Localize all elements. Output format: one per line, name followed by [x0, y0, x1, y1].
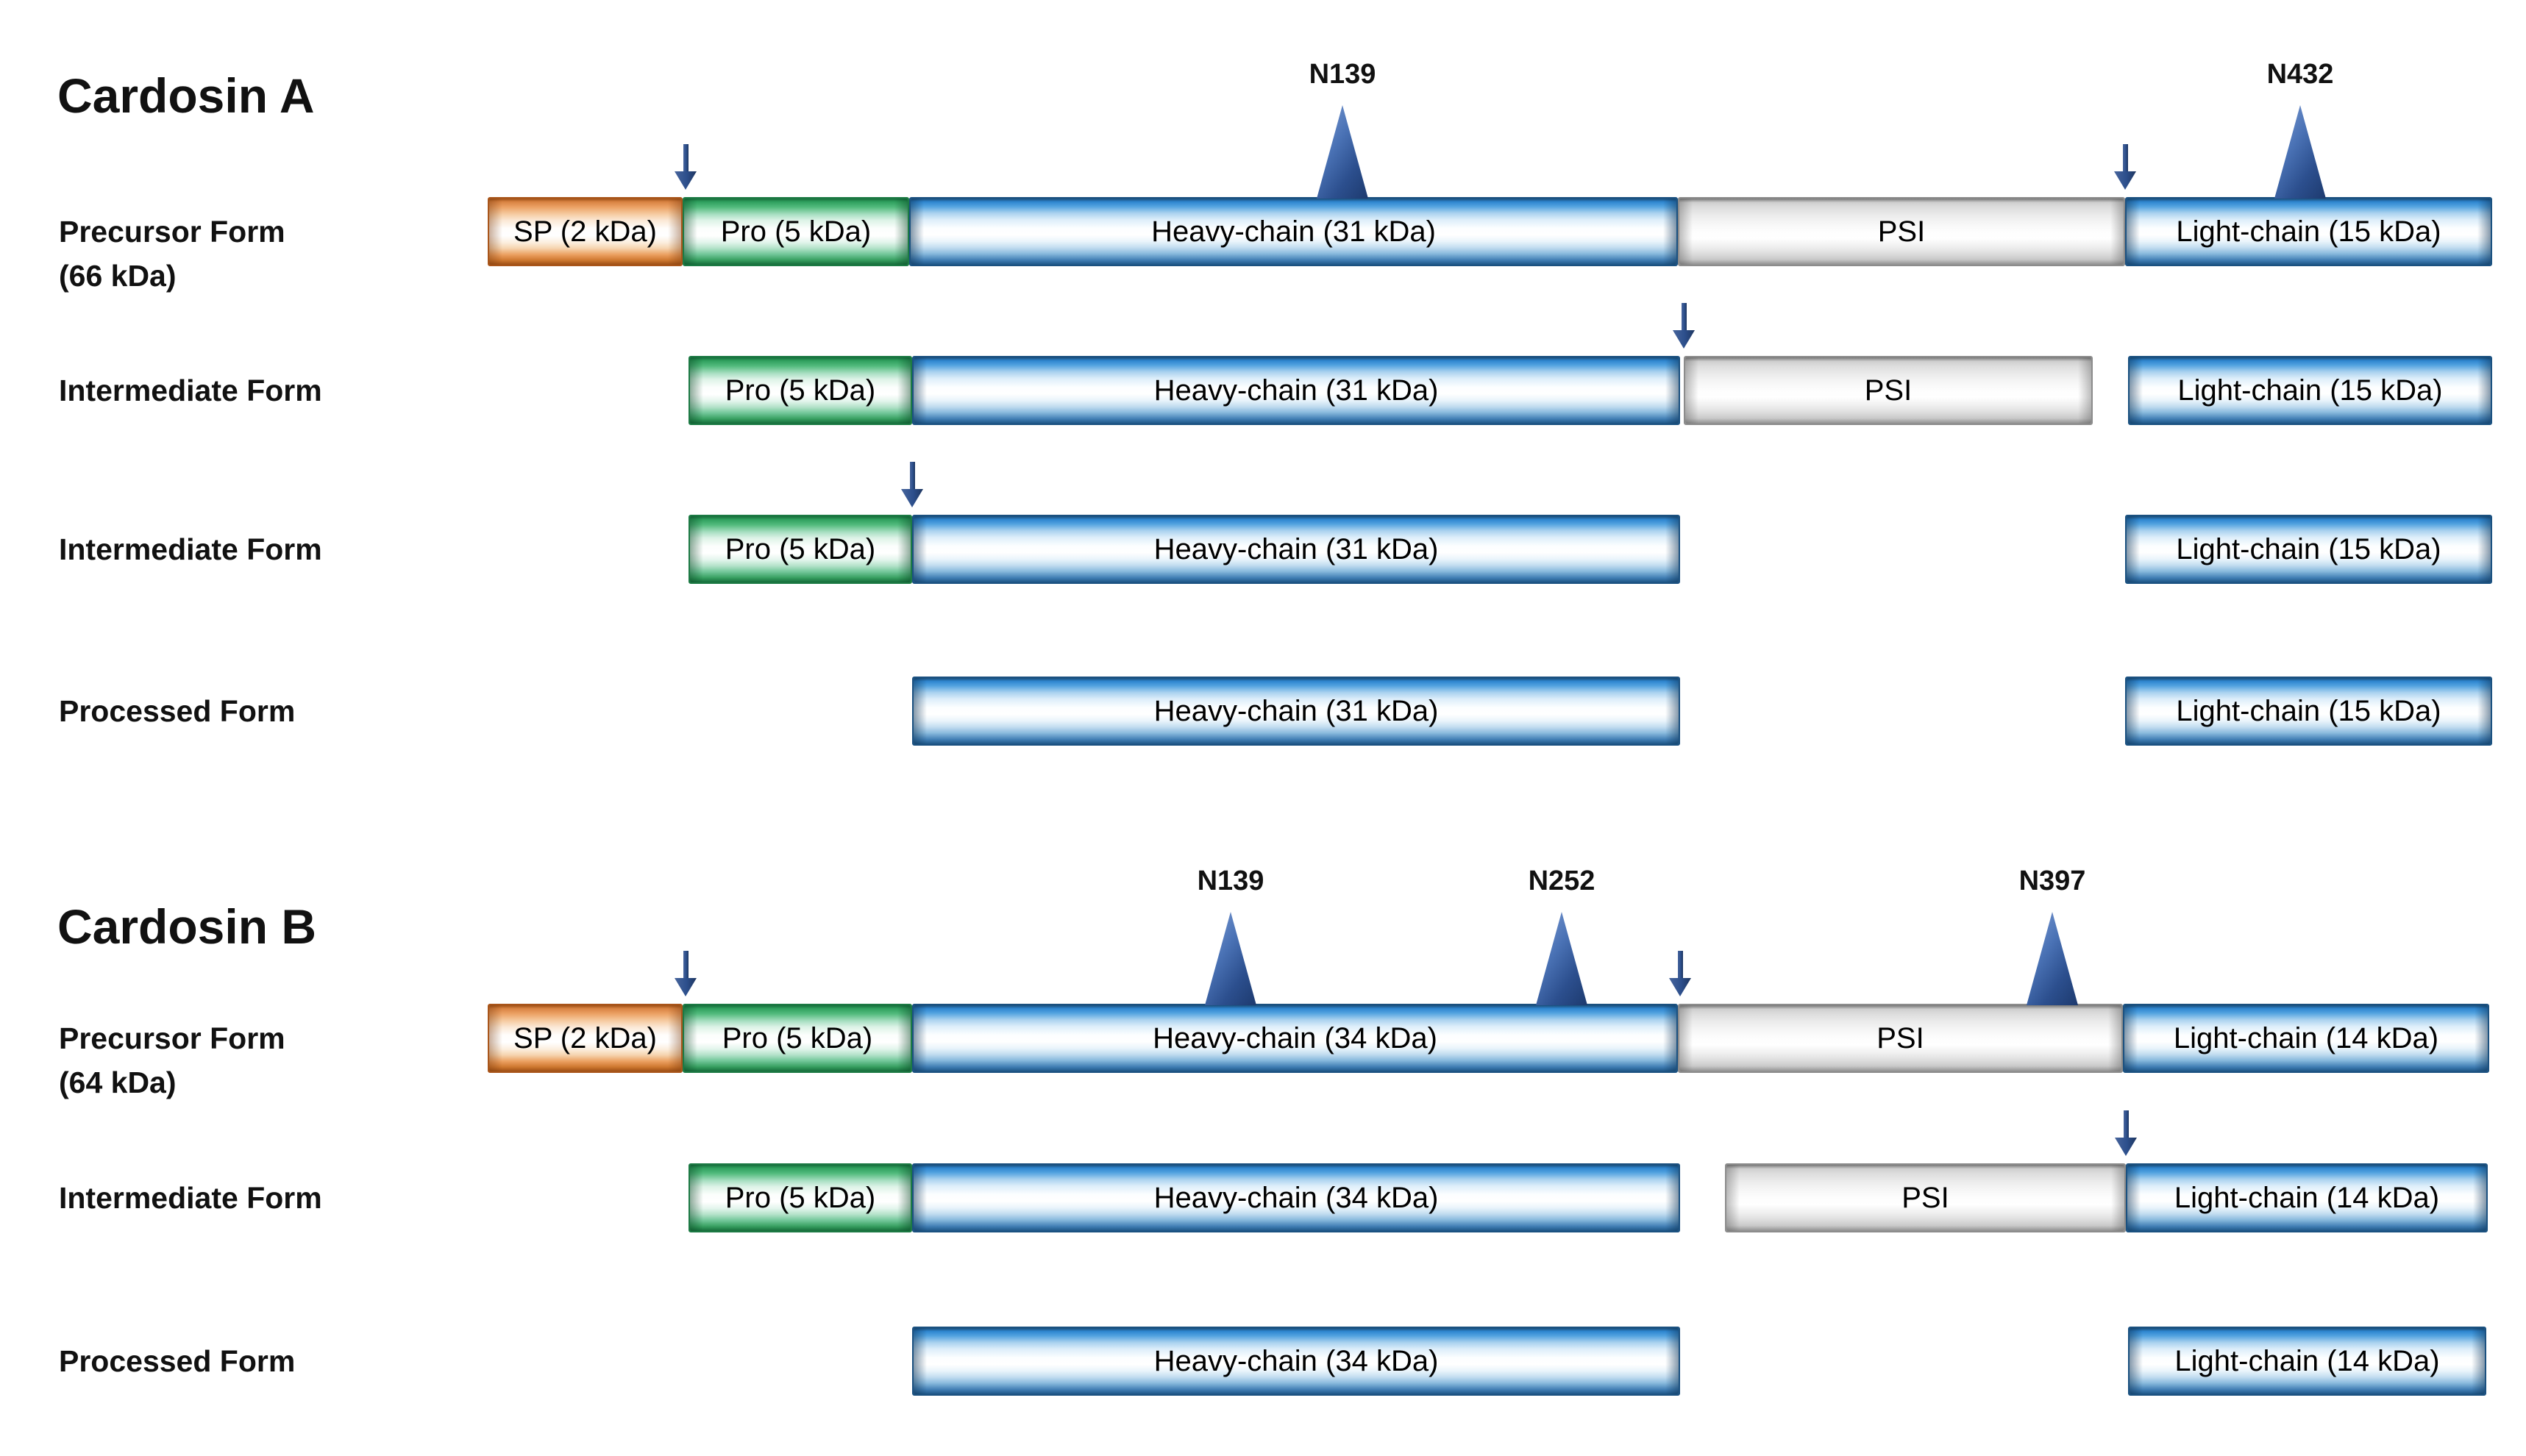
cleavage-arrow-icon: [2114, 144, 2136, 190]
segment-label: Light-chain (15 kDa): [2176, 215, 2441, 248]
arrow-head: [901, 489, 923, 507]
arrow-stem: [2124, 1110, 2129, 1138]
section-title-cardosin-b: Cardosin B: [57, 899, 317, 954]
segment-label: Heavy-chain (31 kDa): [1153, 694, 1439, 727]
arrow-stem: [1678, 951, 1683, 979]
protein-segment-heavy: Heavy-chain (34 kDa): [912, 1163, 1680, 1232]
arrow-stem: [683, 144, 689, 172]
protein-segment-heavy: Heavy-chain (31 kDa): [912, 677, 1680, 746]
cleavage-arrow-icon: [675, 951, 697, 996]
protein-segment-light: Light-chain (14 kDa): [2123, 1004, 2489, 1073]
protein-segment-light: Light-chain (14 kDa): [2128, 1327, 2486, 1396]
segment-label: Pro (5 kDa): [725, 374, 876, 407]
segment-label: Light-chain (14 kDa): [2174, 1181, 2440, 1214]
segment-label: PSI: [1877, 215, 1926, 248]
segment-label: Heavy-chain (31 kDa): [1151, 215, 1436, 248]
row-label-line: Processed Form: [59, 694, 296, 728]
segment-label: Light-chain (15 kDa): [2177, 374, 2443, 407]
glycosylation-site-label: N139: [1197, 866, 1264, 896]
protein-segment-pro: Pro (5 kDa): [683, 197, 909, 266]
segment-label: PSI: [1864, 374, 1913, 407]
protein-segment-heavy: Heavy-chain (31 kDa): [912, 356, 1680, 425]
protein-segment-pro: Pro (5 kDa): [689, 356, 912, 425]
segment-label: Light-chain (15 kDa): [2176, 532, 2441, 565]
segment-label: Heavy-chain (31 kDa): [1153, 374, 1439, 407]
segment-label: Pro (5 kDa): [725, 1181, 876, 1214]
segment-label: SP (2 kDa): [513, 1021, 657, 1054]
row-label-line: (66 kDa): [59, 259, 177, 293]
segment-label: Heavy-chain (34 kDa): [1153, 1181, 1439, 1214]
protein-segment-pro: Pro (5 kDa): [689, 1163, 912, 1232]
cleavage-arrow-icon: [675, 144, 697, 190]
row-label-line: Intermediate Form: [59, 374, 322, 407]
segment-label: Heavy-chain (34 kDa): [1153, 1344, 1439, 1377]
section-title-cardosin-a: Cardosin A: [57, 68, 315, 123]
arrow-head: [1669, 978, 1691, 996]
arrow-head: [2115, 1138, 2137, 1156]
protein-segment-heavy: Heavy-chain (34 kDa): [912, 1327, 1680, 1396]
glycosylation-site-label: N397: [2018, 866, 2086, 896]
glycosylation-site-label: N252: [1528, 866, 1595, 896]
segment-label: PSI: [1901, 1181, 1949, 1214]
arrow-head: [1673, 330, 1695, 349]
glycosylation-site-label: N432: [2266, 59, 2334, 90]
row-label-cardosin-a-precursor-form: Precursor Form (66 kDa): [59, 210, 285, 298]
cleavage-arrow-icon: [901, 462, 923, 507]
protein-segment-heavy: Heavy-chain (31 kDa): [909, 197, 1678, 266]
glycosylation-site-icon: [1205, 912, 1256, 1005]
protein-segment-light: Light-chain (15 kDa): [2125, 677, 2492, 746]
cleavage-arrow-icon: [1673, 303, 1695, 349]
row-label-cardosin-b-intermediate-form: Intermediate Form: [59, 1176, 322, 1220]
protein-segment-heavy: Heavy-chain (31 kDa): [912, 515, 1680, 584]
row-label-line: Intermediate Form: [59, 532, 322, 566]
protein-segment-pro: Pro (5 kDa): [689, 515, 912, 584]
segment-label: Pro (5 kDa): [720, 215, 872, 248]
protein-segment-psi: PSI: [1684, 356, 2093, 425]
arrow-head: [675, 978, 697, 996]
protein-segment-light: Light-chain (15 kDa): [2125, 515, 2492, 584]
row-label-cardosin-a-processed-form: Processed Form: [59, 689, 295, 733]
glycosylation-site-icon: [1536, 912, 1587, 1005]
segment-label: Heavy-chain (31 kDa): [1153, 532, 1439, 565]
row-label-line: Intermediate Form: [59, 1181, 322, 1215]
arrow-stem: [683, 951, 689, 979]
row-label-line: Precursor Form: [59, 215, 285, 249]
protein-segment-light: Light-chain (15 kDa): [2125, 197, 2492, 266]
glycosylation-site-icon: [2274, 105, 2326, 199]
cleavage-arrow-icon: [2115, 1110, 2137, 1156]
protein-segment-sp: SP (2 kDa): [488, 197, 683, 266]
segment-label: SP (2 kDa): [513, 215, 657, 248]
protein-segment-psi: PSI: [1725, 1163, 2126, 1232]
segment-label: PSI: [1876, 1021, 1924, 1054]
protein-segment-psi: PSI: [1678, 197, 2125, 266]
arrow-head: [2114, 171, 2136, 190]
arrow-stem: [910, 462, 915, 490]
segment-label: Pro (5 kDa): [722, 1021, 873, 1054]
cleavage-arrow-icon: [1669, 951, 1691, 996]
row-label-line: (64 kDa): [59, 1066, 177, 1099]
segment-label: Light-chain (14 kDa): [2174, 1344, 2440, 1377]
row-label-cardosin-a-intermediate-form-1: Intermediate Form: [59, 368, 322, 413]
protein-segment-sp: SP (2 kDa): [488, 1004, 683, 1073]
arrow-stem: [2123, 144, 2128, 172]
row-label-cardosin-b-precursor-form: Precursor Form (64 kDa): [59, 1016, 285, 1105]
row-label-line: Processed Form: [59, 1344, 296, 1378]
protein-segment-psi: PSI: [1678, 1004, 2123, 1073]
glycosylation-site-label: N139: [1309, 59, 1376, 90]
glycosylation-site-icon: [2027, 912, 2078, 1005]
row-label-cardosin-b-processed-form: Processed Form: [59, 1339, 295, 1383]
segment-label: Pro (5 kDa): [725, 532, 876, 565]
segment-label: Light-chain (14 kDa): [2173, 1021, 2439, 1054]
row-label-line: Precursor Form: [59, 1021, 285, 1055]
segment-label: Heavy-chain (34 kDa): [1153, 1021, 1437, 1054]
arrow-stem: [1682, 303, 1687, 331]
protein-segment-light: Light-chain (15 kDa): [2128, 356, 2492, 425]
glycosylation-site-icon: [1317, 105, 1368, 199]
arrow-head: [675, 171, 697, 190]
row-label-cardosin-a-intermediate-form-2: Intermediate Form: [59, 527, 322, 571]
protein-segment-light: Light-chain (14 kDa): [2126, 1163, 2488, 1232]
segment-label: Light-chain (15 kDa): [2176, 694, 2441, 727]
protein-segment-heavy: Heavy-chain (34 kDa): [912, 1004, 1678, 1073]
protein-segment-pro: Pro (5 kDa): [683, 1004, 912, 1073]
